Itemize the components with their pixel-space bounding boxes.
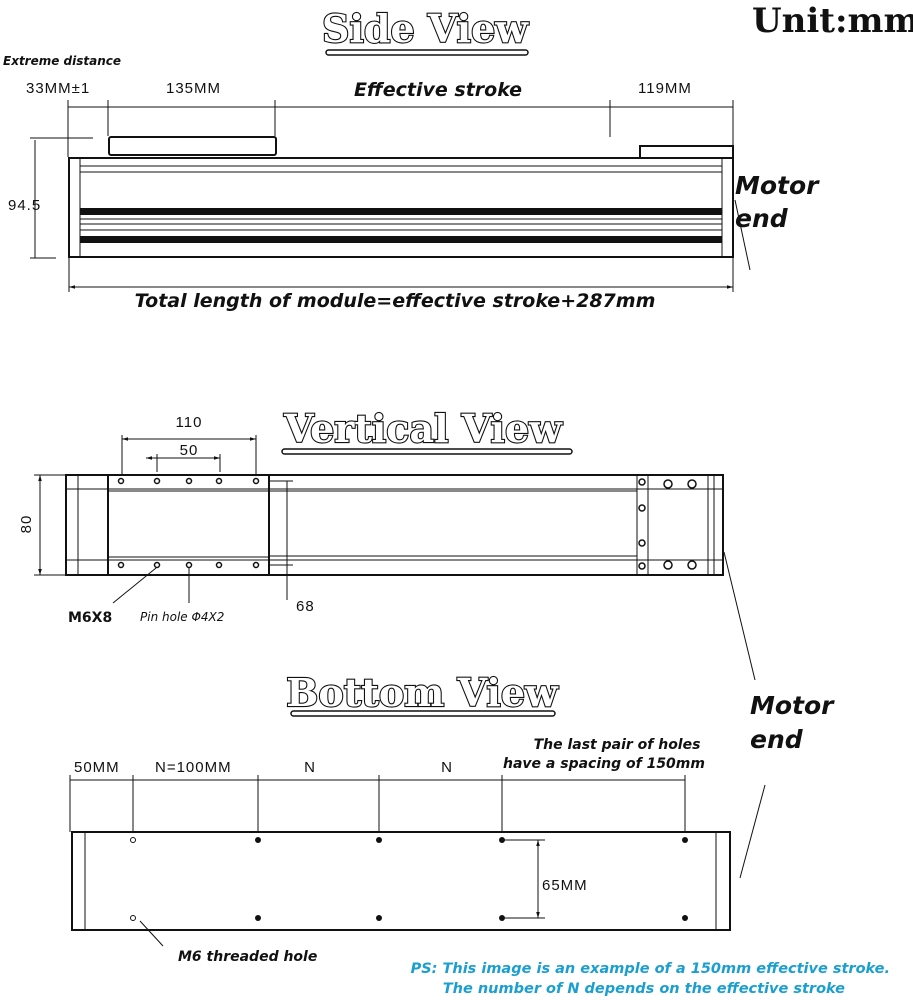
motor-end-label-1: Motor xyxy=(735,171,820,200)
dim-height: 94.5 xyxy=(8,197,41,214)
dim-extreme: 33MM±1 xyxy=(26,80,90,97)
title-underline xyxy=(325,49,529,56)
title-underline xyxy=(290,710,556,717)
vertical-view: Vertical View 110 50 xyxy=(18,405,756,681)
bottom-view: Bottom View Motor end 50MM N=100MM N N T… xyxy=(69,669,890,997)
motor-end-leader xyxy=(734,199,751,271)
note-line-2: The number of N depends on the effective… xyxy=(443,981,845,997)
dim-n3: N xyxy=(441,759,453,776)
motor-block xyxy=(639,145,734,159)
carriage xyxy=(108,136,277,156)
pin-hole-label: Pin hole Φ4X2 xyxy=(140,610,224,624)
title-underline xyxy=(281,448,573,455)
m6x8-label: M6X8 xyxy=(68,610,112,626)
motor-end-label-2: end xyxy=(750,725,804,754)
module-top-body xyxy=(65,474,724,576)
last-pair-label-2: have a spacing of 150mm xyxy=(503,756,705,772)
extreme-distance-label: Extreme distance xyxy=(3,54,121,68)
dim-stroke: Effective stroke xyxy=(354,79,522,101)
dim-n2: N xyxy=(304,759,316,776)
module-body xyxy=(68,157,734,258)
dim-110: 110 xyxy=(176,414,203,431)
last-pair-label-1: The last pair of holes xyxy=(534,737,701,753)
module-bottom-body xyxy=(71,831,731,931)
dim-68: 68 xyxy=(296,598,315,615)
note-line-1: PS: This image is an example of a 150mm … xyxy=(411,961,890,977)
dim-first: 50MM xyxy=(74,759,120,776)
threaded-holes xyxy=(130,837,688,921)
dim-50: 50 xyxy=(180,442,199,459)
bottom-view-title: Bottom View xyxy=(286,670,559,715)
dim-carriage: 135MM xyxy=(166,80,221,97)
dim-65: 65MM xyxy=(542,877,588,894)
motor-end-label-1: Motor xyxy=(750,691,835,720)
side-view: Side View Unit:mm Extreme distance 33MM±… xyxy=(3,1,913,312)
mounting-holes xyxy=(117,477,697,570)
vertical-view-title: Vertical View xyxy=(283,406,563,451)
top-dimension-line xyxy=(67,100,734,157)
dim-n-first: N=100MM xyxy=(155,759,232,776)
motor-end-leader xyxy=(739,784,766,879)
threaded-hole-label: M6 threaded hole xyxy=(178,949,317,965)
hole-spacing-dimension xyxy=(69,775,686,835)
dim-80: 80 xyxy=(18,515,35,534)
unit-label: Unit:mm xyxy=(752,1,913,41)
total-length-label: Total length of module=effective stroke+… xyxy=(135,290,656,312)
height-dimension xyxy=(30,137,93,259)
dim-motor-side: 119MM xyxy=(638,80,692,97)
side-view-title: Side View xyxy=(322,6,529,51)
motor-end-leader xyxy=(723,551,756,681)
motor-end-label-2: end xyxy=(735,204,789,233)
